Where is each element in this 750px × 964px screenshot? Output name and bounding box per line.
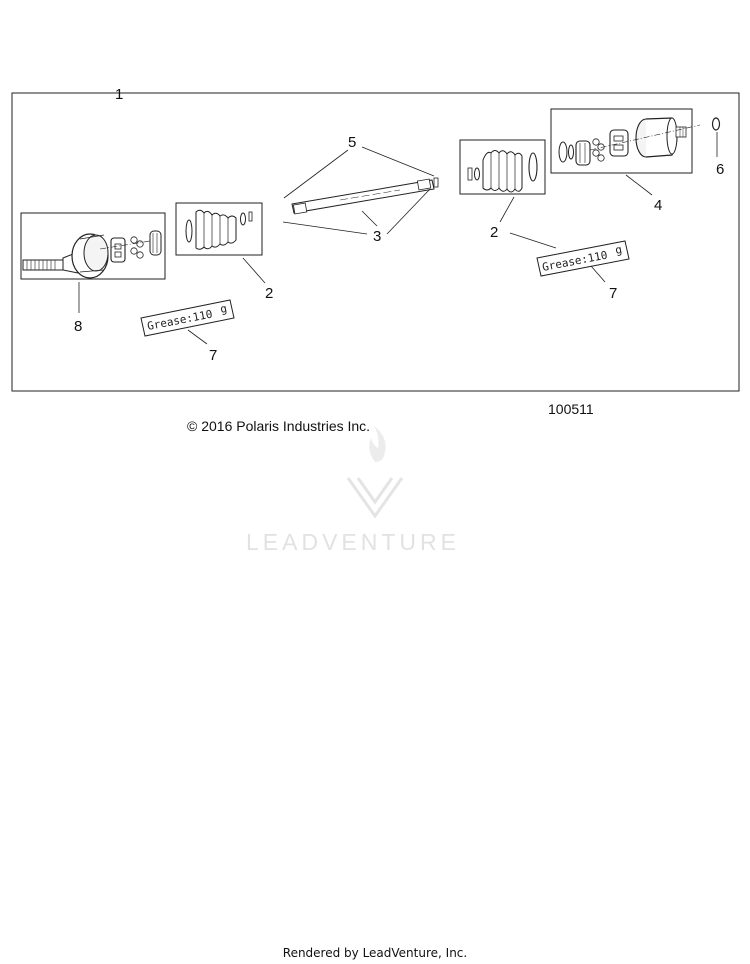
callout-4: 4 xyxy=(654,197,662,214)
leader-3c xyxy=(386,188,431,235)
watermark-wordmark: LEADVENTURE xyxy=(246,529,460,555)
leader-7-left xyxy=(187,329,208,345)
callout-5: 5 xyxy=(348,134,356,151)
callout-1: 1 xyxy=(115,86,123,103)
part-6-retaining-ring[interactable] xyxy=(711,117,721,131)
part-2-boot-kit-right[interactable] xyxy=(459,139,546,195)
leader-3b xyxy=(282,221,368,235)
callout-7-left: 7 xyxy=(209,347,217,364)
part-8-cv-joint-outer[interactable] xyxy=(20,212,166,280)
part-7-grease-left[interactable]: Grease:110 g xyxy=(140,299,235,337)
callout-2-right: 2 xyxy=(490,224,498,241)
figure-number: 100511 xyxy=(548,401,594,417)
footer-rendered-by: Rendered by LeadVenture, Inc. xyxy=(282,946,468,960)
leader-2-right-b xyxy=(509,232,557,249)
leader-2-left xyxy=(242,257,266,284)
leadventure-watermark-logo xyxy=(346,426,404,519)
callout-2-left: 2 xyxy=(265,285,273,302)
part-4-cv-joint-inner[interactable] xyxy=(550,108,701,174)
copyright-notice: © 2016 Polaris Industries Inc. xyxy=(187,418,371,434)
part-3-axle-shaft[interactable] xyxy=(291,177,439,215)
leader-2-right xyxy=(499,196,515,223)
callout-3: 3 xyxy=(373,228,381,245)
grease-right-unit: g xyxy=(614,243,623,257)
leader-4 xyxy=(625,174,653,196)
callout-6: 6 xyxy=(716,161,724,178)
callout-7-right: 7 xyxy=(609,285,617,302)
leader-7-right xyxy=(590,265,606,283)
callout-8: 8 xyxy=(74,318,82,335)
part-2-boot-kit-left[interactable] xyxy=(175,202,263,256)
grease-left-unit: g xyxy=(219,302,228,316)
leader-3a xyxy=(361,210,378,227)
leader-5a xyxy=(283,149,349,199)
assembly-frame xyxy=(11,92,740,392)
leader-5b xyxy=(361,146,435,177)
